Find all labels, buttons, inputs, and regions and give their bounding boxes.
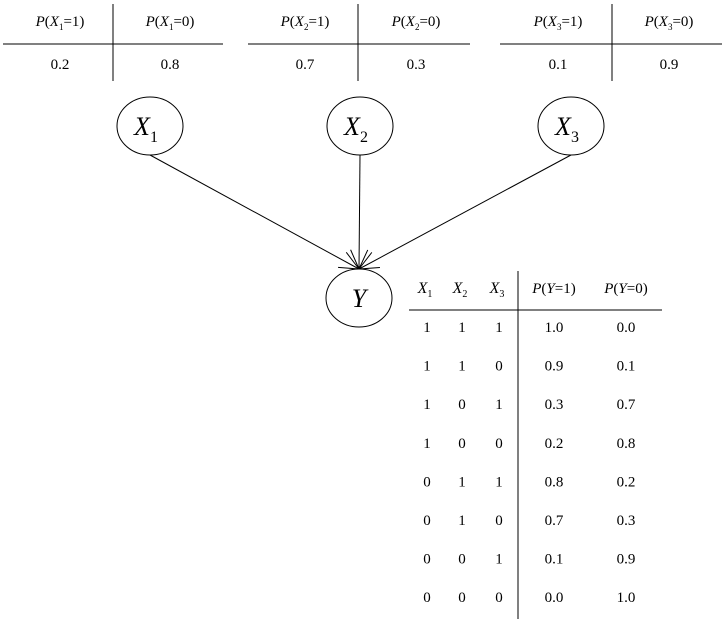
cpt-cell: 1 [458, 320, 466, 336]
cpt-cell: 0 [423, 474, 431, 490]
cpt-header-parent: X2 [452, 280, 468, 300]
cpt-header-true: P(Y=1) [531, 281, 575, 297]
cpt-cell: 0.8 [545, 474, 564, 490]
cpt-cell: 1 [458, 513, 466, 529]
prior-value-true: 0.2 [51, 57, 70, 73]
cpt-cell: 1.0 [617, 590, 636, 606]
cpt-cell: 0 [458, 590, 466, 606]
cpt-cell: 1 [495, 397, 503, 413]
prior-table-header-true: P(X3=1) [533, 14, 583, 32]
cpt-header-parent: X3 [489, 280, 505, 300]
cpt-cell: 1 [423, 436, 431, 452]
cpt-cell: 0.3 [545, 397, 564, 413]
cpt-cell: 0 [458, 397, 466, 413]
cpt-cell: 0.9 [617, 552, 636, 568]
cpt-cell: 1 [423, 397, 431, 413]
edge-line [149, 154, 360, 270]
prior-value-false: 0.3 [407, 57, 426, 73]
node-ellipse [326, 96, 394, 156]
cpt-cell: 0 [495, 590, 503, 606]
cpt-cell: 0 [495, 436, 503, 452]
cpt-header-parent: X1 [417, 280, 433, 300]
node-label: X3 [554, 112, 579, 146]
cpt-cell: 0.0 [617, 320, 636, 336]
cpt-cell: 0.7 [617, 397, 636, 413]
node-label: X1 [133, 112, 158, 146]
prior-table-header-true: P(X2=1) [280, 14, 330, 32]
prior-value-false: 0.8 [161, 57, 180, 73]
cpt-cell: 1 [495, 320, 503, 336]
edge-line [358, 154, 572, 270]
cpt-cell: 0 [423, 513, 431, 529]
prior-value-true: 0.1 [549, 57, 568, 73]
cpt-cell: 0.1 [545, 552, 564, 568]
edge-line [358, 154, 361, 270]
cpt-cell: 1 [423, 320, 431, 336]
prior-table-header-true: P(X1=1) [35, 14, 85, 32]
cpt-cell: 0.7 [545, 513, 564, 529]
cpt-cell: 0 [458, 436, 466, 452]
node-ellipse [116, 96, 184, 156]
cpt-cell: 1.0 [545, 320, 564, 336]
cpt-cell: 0 [423, 590, 431, 606]
cpt-cell: 0 [495, 513, 503, 529]
node-label: X2 [343, 112, 368, 146]
cpt-cell: 0.0 [545, 590, 564, 606]
cpt-cell: 1 [458, 474, 466, 490]
cpt-cell: 1 [458, 359, 466, 375]
node-ellipse [325, 268, 393, 328]
cpt-cell: 0.3 [617, 513, 636, 529]
cpt-header-false: P(Y=0) [603, 281, 647, 297]
cpt-cell: 0 [495, 359, 503, 375]
edge-arrowhead [357, 252, 380, 270]
cpt-cell: 0.2 [545, 436, 564, 452]
cpt-cell: 0 [458, 552, 466, 568]
cpt-cell: 1 [495, 552, 503, 568]
node-label: Y [352, 284, 369, 313]
cpt-cell: 0 [423, 552, 431, 568]
cpt-cell: 1 [495, 474, 503, 490]
cpt-cell: 0.1 [617, 359, 636, 375]
prior-value-false: 0.9 [660, 57, 679, 73]
cpt-cell: 0.9 [545, 359, 564, 375]
prior-table-header-false: P(X1=0) [145, 14, 195, 32]
cpt-cell: 1 [423, 359, 431, 375]
node-ellipse [537, 96, 605, 156]
prior-value-true: 0.7 [296, 57, 315, 73]
prior-table-header-false: P(X2=0) [391, 14, 441, 32]
cpt-cell: 0.8 [617, 436, 636, 452]
prior-table-header-false: P(X3=0) [644, 14, 694, 32]
cpt-cell: 0.2 [617, 474, 636, 490]
